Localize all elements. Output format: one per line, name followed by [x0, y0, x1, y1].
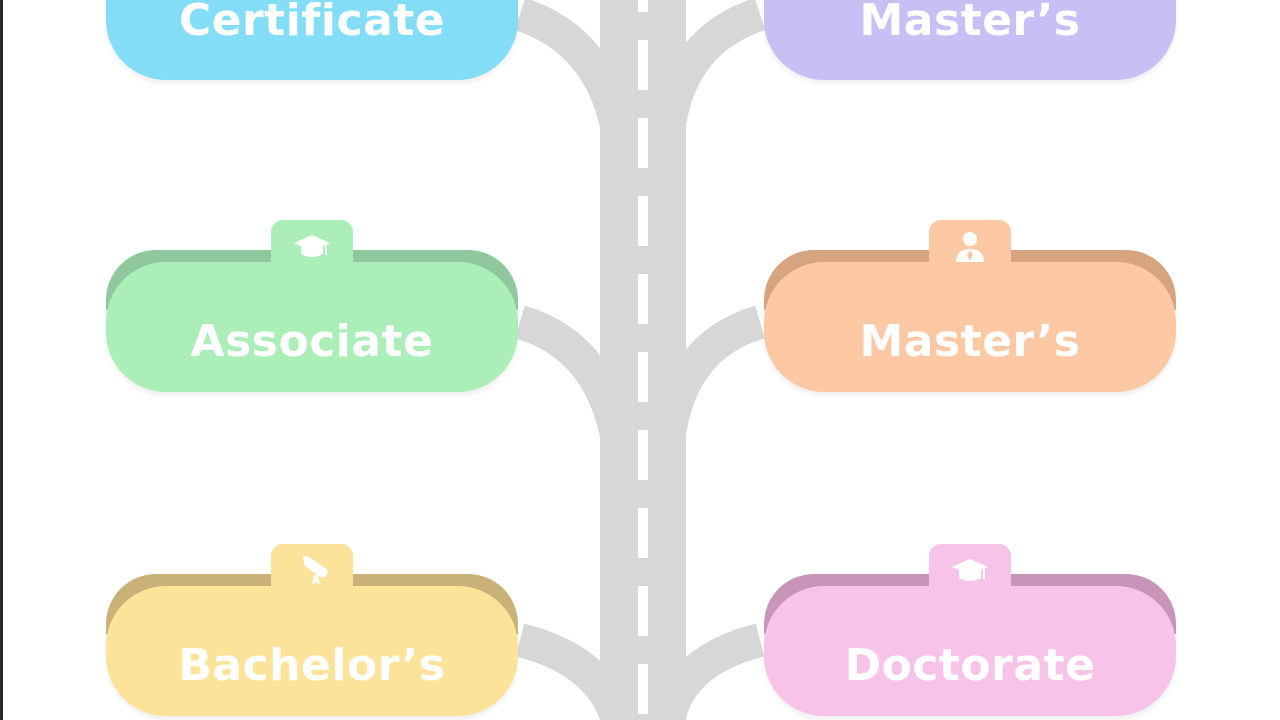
masters-top-pill: Master’s — [764, 0, 1176, 80]
diploma-scroll-icon — [303, 556, 328, 585]
bachelors-label: Bachelor’s — [178, 639, 446, 691]
bachelors-pill: Bachelor’s — [106, 586, 518, 716]
masters-top-label: Master’s — [859, 0, 1081, 46]
certificate-pill: Certificate — [106, 0, 518, 80]
associate-label: Associate — [190, 315, 434, 367]
associate-pill: Associate — [106, 262, 518, 392]
person-icon — [956, 232, 984, 263]
graduation-cap-icon — [294, 235, 330, 257]
graduation-cap-icon — [952, 559, 988, 581]
lane-markings — [638, 0, 648, 714]
certificate-label: Certificate — [178, 0, 446, 46]
masters-mid-pill: Master’s — [764, 262, 1176, 392]
left-border — [0, 0, 3, 720]
masters-mid-label: Master’s — [859, 315, 1081, 367]
doctorate-pill: Doctorate — [764, 586, 1176, 716]
doctorate-label: Doctorate — [844, 639, 1096, 691]
